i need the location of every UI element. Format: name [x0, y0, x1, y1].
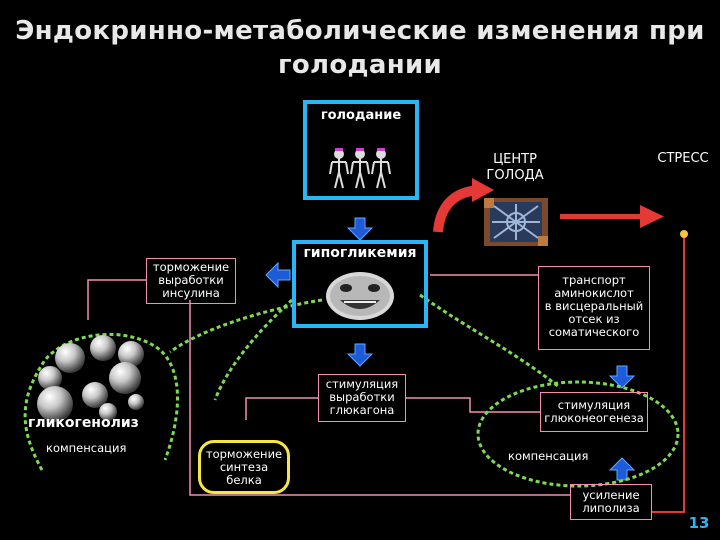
connector-glucagon-gluconeo — [405, 397, 540, 413]
down-arrow-starve-hypo — [346, 217, 374, 241]
compensation-left-label: компенсация — [46, 441, 127, 455]
slide-number: 13 — [688, 514, 710, 532]
hunger-center-icon — [484, 198, 548, 246]
protein-inhibition-box: торможение синтеза белка — [198, 440, 290, 494]
green-dashed-hypo-glycogen — [169, 298, 323, 354]
green-dashed-glycogen-group — [23, 332, 179, 471]
left-arrow-hypo-insulin — [265, 261, 291, 289]
insulin-inhibition-box: торможение выработки инсулина — [146, 258, 236, 304]
connector-insulin-lipolysis — [189, 300, 570, 496]
red-arrow-to-stress — [560, 205, 664, 228]
connector-glucagon-protein — [245, 397, 318, 420]
gluconeogenesis-box: стимуляция глюконеогенеза — [540, 392, 648, 432]
starvation-box: голодание — [303, 100, 419, 200]
curved-arrow-hunger — [433, 185, 479, 233]
skeletons-icon — [329, 148, 391, 189]
up-arrow-lipolysis-comp — [608, 457, 636, 481]
green-dashed-hypo-protein — [213, 298, 294, 401]
green-dashed-hypo-gluconeo — [419, 293, 561, 390]
amino-transport-box: транспорт аминокислот в висцеральный отс… — [538, 266, 650, 350]
page-title: Эндокринно-метаболические изменения при … — [15, 16, 705, 80]
green-dashed-ellipse-compensation — [476, 380, 680, 488]
down-arrow-amino-gluconeo — [608, 365, 636, 389]
stress-dot — [680, 230, 688, 238]
starvation-label: голодание — [320, 108, 402, 123]
stress-label: СТРЕСС — [657, 151, 709, 166]
compensation-right-label: компенсация — [508, 449, 589, 463]
hypoglycemia-label: гипогликемия — [303, 245, 417, 261]
glucagon-stimulation-box: стимуляция выработки глюкагона — [318, 374, 406, 422]
hypoglycemia-box: гипогликемия — [292, 240, 428, 328]
glycogen-spheres — [37, 335, 144, 422]
down-arrow-hypo-glucagon — [346, 343, 374, 367]
hunger-center-label: ЦЕНТР ГОЛОДА — [486, 152, 544, 183]
lipolysis-box: усиление липолиза — [570, 484, 652, 520]
glycogenolysis-label: гликогенолиз — [28, 415, 139, 431]
connector-insulin-glycogen — [87, 279, 146, 320]
red-line-stress-lipolysis — [652, 236, 685, 513]
hypoglycemia-face-icon — [326, 272, 394, 320]
